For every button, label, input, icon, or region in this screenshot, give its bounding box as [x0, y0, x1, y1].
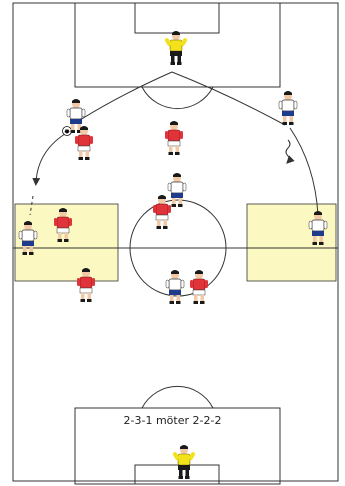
- top-penalty-arc: [141, 86, 214, 109]
- white-player-icon: [167, 172, 187, 208]
- pass-line-right: [171, 71, 286, 126]
- pass-line-left: [79, 71, 173, 121]
- run-line-right: [289, 127, 319, 216]
- red-player-icon: [189, 269, 209, 305]
- dribble-arrow-right: [285, 139, 295, 164]
- white-player-icon: [278, 90, 298, 126]
- goalkeeper-bottom-icon: [171, 444, 197, 480]
- red-player-icon: [164, 120, 184, 156]
- bottom-goal-box: [134, 464, 220, 485]
- bottom-penalty-arc: [141, 386, 214, 409]
- run-arrow-left: [32, 131, 69, 186]
- goalkeeper-top-icon: [163, 30, 189, 66]
- diagram-caption: 2-3-1 möter 2-2-2: [123, 414, 222, 427]
- white-player-icon: [165, 269, 185, 305]
- red-player-icon: [152, 194, 172, 230]
- soccer-ball-icon: [62, 126, 72, 136]
- movement-lines: [29, 71, 319, 216]
- top-goal-box: [134, 2, 220, 34]
